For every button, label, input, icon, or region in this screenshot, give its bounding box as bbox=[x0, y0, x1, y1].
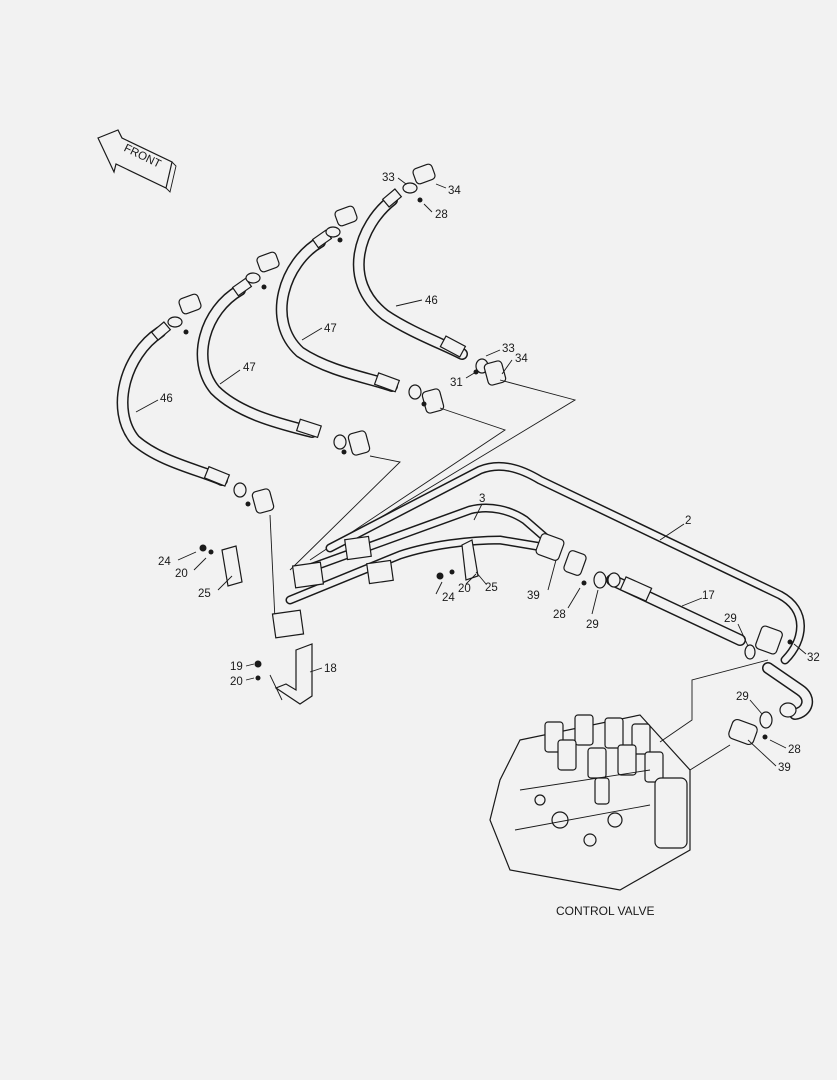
bracket-18 bbox=[254, 643, 313, 705]
control-valve-caption: CONTROL VALVE bbox=[556, 904, 654, 918]
callout-47: 47 bbox=[243, 362, 256, 374]
bracket-25-right bbox=[436, 539, 479, 581]
callout-29: 29 bbox=[724, 613, 737, 625]
callout-28: 28 bbox=[788, 744, 801, 756]
hose-46-upper bbox=[352, 188, 468, 360]
callout-19: 19 bbox=[230, 661, 243, 673]
lower-fittings bbox=[233, 358, 507, 514]
callout-47: 47 bbox=[324, 323, 337, 335]
hose-17 bbox=[606, 572, 746, 646]
callout-33: 33 bbox=[502, 343, 515, 355]
callout-29: 29 bbox=[586, 619, 599, 631]
front-arrow: FRONT bbox=[97, 129, 177, 193]
callout-leaders bbox=[135, 177, 807, 767]
hose-46-lower bbox=[116, 321, 231, 487]
callout-20: 20 bbox=[230, 676, 243, 688]
bracket-25-left bbox=[199, 544, 243, 587]
callout-34: 34 bbox=[448, 185, 461, 197]
callout-46: 46 bbox=[160, 393, 173, 405]
callout-18: 18 bbox=[324, 663, 337, 675]
callout-33: 33 bbox=[382, 172, 395, 184]
callout-28: 28 bbox=[553, 609, 566, 621]
callout-39: 39 bbox=[778, 762, 791, 774]
callout-28: 28 bbox=[435, 209, 448, 221]
callout-24: 24 bbox=[442, 592, 455, 604]
leader-lines bbox=[269, 379, 577, 621]
callout-20: 20 bbox=[175, 568, 188, 580]
tube-lower bbox=[285, 535, 553, 605]
callout-17: 17 bbox=[702, 590, 715, 602]
callout-46: 46 bbox=[425, 295, 438, 307]
callout-24: 24 bbox=[158, 556, 171, 568]
callout-25: 25 bbox=[485, 582, 498, 594]
callout-34: 34 bbox=[515, 353, 528, 365]
tube-3 bbox=[305, 503, 553, 573]
control-valve bbox=[489, 659, 769, 891]
top-fittings bbox=[167, 163, 436, 335]
callout-29: 29 bbox=[736, 691, 749, 703]
callout-32: 32 bbox=[807, 652, 820, 664]
callout-39: 39 bbox=[527, 590, 540, 602]
callout-31: 31 bbox=[450, 377, 463, 389]
callout-2: 2 bbox=[685, 515, 691, 527]
tube-clamps bbox=[271, 535, 394, 639]
flange-39-upper bbox=[535, 533, 607, 589]
hose-47-upper bbox=[275, 229, 401, 393]
callout-20: 20 bbox=[458, 583, 471, 595]
callout-labels: 33 34 28 46 47 47 46 33 34 31 3 2 24 20 … bbox=[158, 172, 820, 774]
callout-3: 3 bbox=[479, 493, 485, 505]
right-fittings bbox=[728, 625, 814, 746]
tube-2 bbox=[325, 461, 805, 665]
callout-25: 25 bbox=[198, 588, 211, 600]
